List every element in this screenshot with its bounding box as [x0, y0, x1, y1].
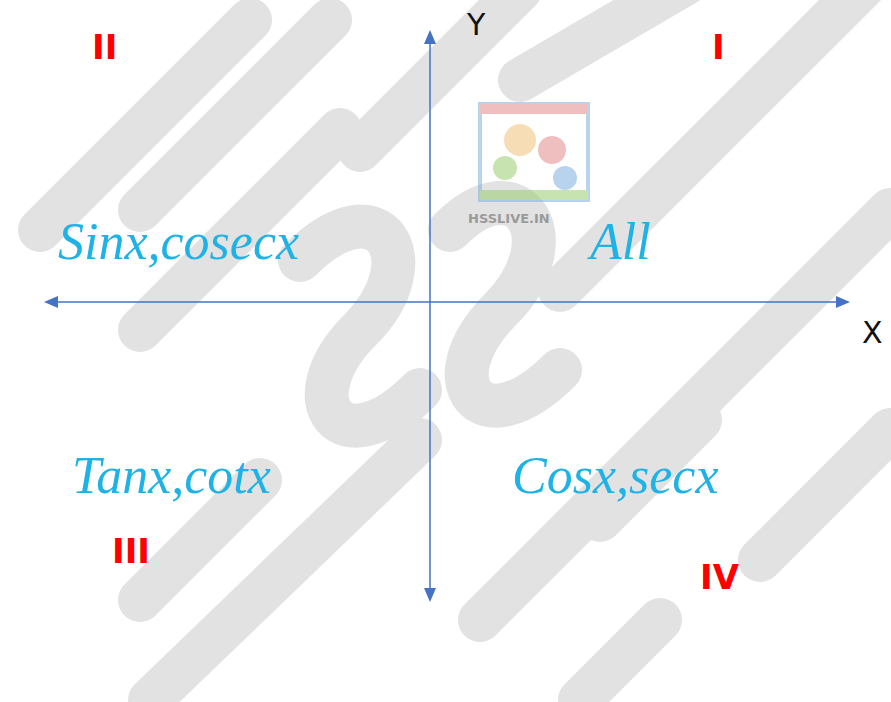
quadrant-number: III — [112, 532, 150, 571]
quadrant-number: I — [712, 28, 725, 67]
logo-frame — [480, 104, 588, 200]
quadrant-functions: Cosx,secx — [512, 446, 718, 506]
axis-label: Y — [467, 8, 485, 43]
quadrant-functions: Tanx,cotx — [72, 446, 271, 506]
quadrant-functions: All — [590, 212, 651, 272]
axis-label: X — [862, 316, 883, 351]
quadrant-number: IV — [700, 558, 739, 597]
y-axis — [429, 40, 431, 594]
quadrant-functions: Sinx,cosecx — [58, 212, 299, 272]
arrow-head — [44, 296, 58, 308]
x-axis — [52, 301, 842, 303]
arrow-head — [424, 30, 436, 44]
arrow-head — [424, 588, 436, 602]
quadrant-number: II — [92, 28, 117, 67]
arrow-head — [836, 296, 850, 308]
watermark: HSSLIVE.IN — [468, 212, 550, 227]
